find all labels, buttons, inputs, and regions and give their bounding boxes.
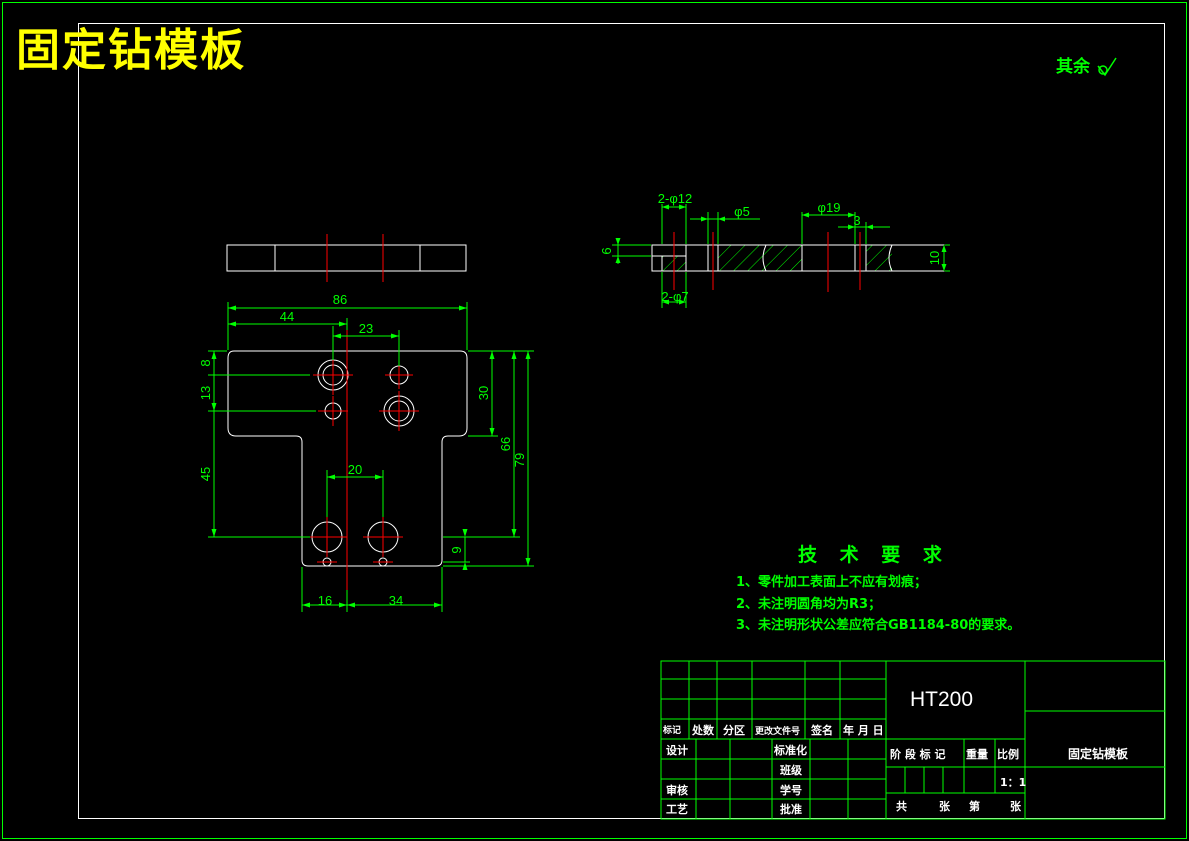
rev-header-doc: 更改文件号: [755, 727, 801, 737]
requirement-item: 2、未注明圆角均为R3；: [736, 597, 882, 612]
dim-16: 16: [318, 593, 332, 608]
drawing-title: 固定钻模板: [16, 25, 246, 76]
roughness-note-text: 其余: [1056, 57, 1090, 77]
title-block-grid: [660, 660, 1166, 820]
dim-10: 10: [927, 251, 942, 265]
plan-arrows: [211, 305, 531, 608]
dim-2-phi7: 2-φ7: [661, 289, 688, 304]
dim-34: 34: [389, 593, 403, 608]
dim-6: 6: [599, 247, 614, 254]
dim-20: 20: [348, 462, 362, 477]
inner-border: [78, 23, 1165, 819]
sheet-number-label: 第: [969, 800, 980, 813]
front-view: [226, 244, 467, 272]
rev-header-zone: 分区: [723, 724, 745, 737]
label-design: 设计: [666, 744, 688, 757]
plate-outline: [227, 350, 468, 567]
requirement-item: 3、未注明形状公差应符合GB1184-80的要求。: [736, 618, 1021, 633]
dim-44: 44: [280, 309, 294, 324]
front-view-centerlines: [326, 234, 384, 282]
label-class: 班级: [780, 764, 802, 777]
section-arrows: [615, 204, 947, 305]
rev-header-mark: 标记: [663, 726, 682, 736]
dim-86: 86: [333, 292, 347, 307]
scale-value: 1：1: [1000, 776, 1027, 789]
sheet-unit-label-2: 张: [1010, 800, 1021, 813]
plan-centerlines: [307, 330, 419, 590]
sheet-total-label: 共: [896, 800, 907, 813]
dim-13: 13: [198, 386, 213, 400]
plan-dimension-texts: 86 44 23 20 16 34 8 13 45 30 66 79 9: [198, 292, 527, 608]
dim-23: 23: [359, 321, 373, 336]
dim-phi19: φ19: [818, 200, 841, 215]
dim-8: 8: [198, 359, 213, 366]
label-standardization: 标准化: [774, 744, 807, 757]
dim-2-phi12: 2-φ12: [658, 191, 692, 206]
requirements-heading: 技 术 要 求: [798, 544, 950, 566]
part-name: 固定钻模板: [1068, 747, 1129, 761]
label-student-id: 学号: [780, 784, 802, 797]
sheet-unit-label: 张: [939, 800, 950, 813]
label-review: 审核: [666, 784, 688, 797]
dim-45: 45: [198, 467, 213, 481]
rev-header-date: 年 月 日: [843, 724, 884, 737]
roughness-symbol-icon: [1097, 57, 1117, 77]
dim-3: 3: [853, 213, 860, 228]
roughness-note: 其余: [1056, 52, 1118, 77]
dim-79: 79: [512, 453, 527, 467]
requirement-item: 1、零件加工表面上不应有划痕；: [736, 575, 928, 590]
dim-30: 30: [476, 386, 491, 400]
dim-9: 9: [449, 546, 464, 553]
label-weight: 重量: [966, 748, 988, 761]
section-dimension-texts: 2-φ12 φ5 φ19 3 6 10 2-φ7: [599, 191, 942, 304]
label-scale: 比例: [997, 748, 1019, 761]
dim-phi5: φ5: [734, 204, 750, 219]
label-approval: 批准: [780, 803, 802, 816]
section-view: [651, 232, 945, 292]
label-process: 工艺: [666, 803, 688, 816]
material-value: HT200: [910, 688, 974, 711]
rev-header-sign: 签名: [811, 724, 833, 737]
dim-66: 66: [498, 437, 513, 451]
plan-dimension-lines: [208, 302, 534, 612]
label-stage-mark: 阶 段 标 记: [890, 748, 946, 761]
rev-header-count: 处数: [692, 724, 714, 737]
